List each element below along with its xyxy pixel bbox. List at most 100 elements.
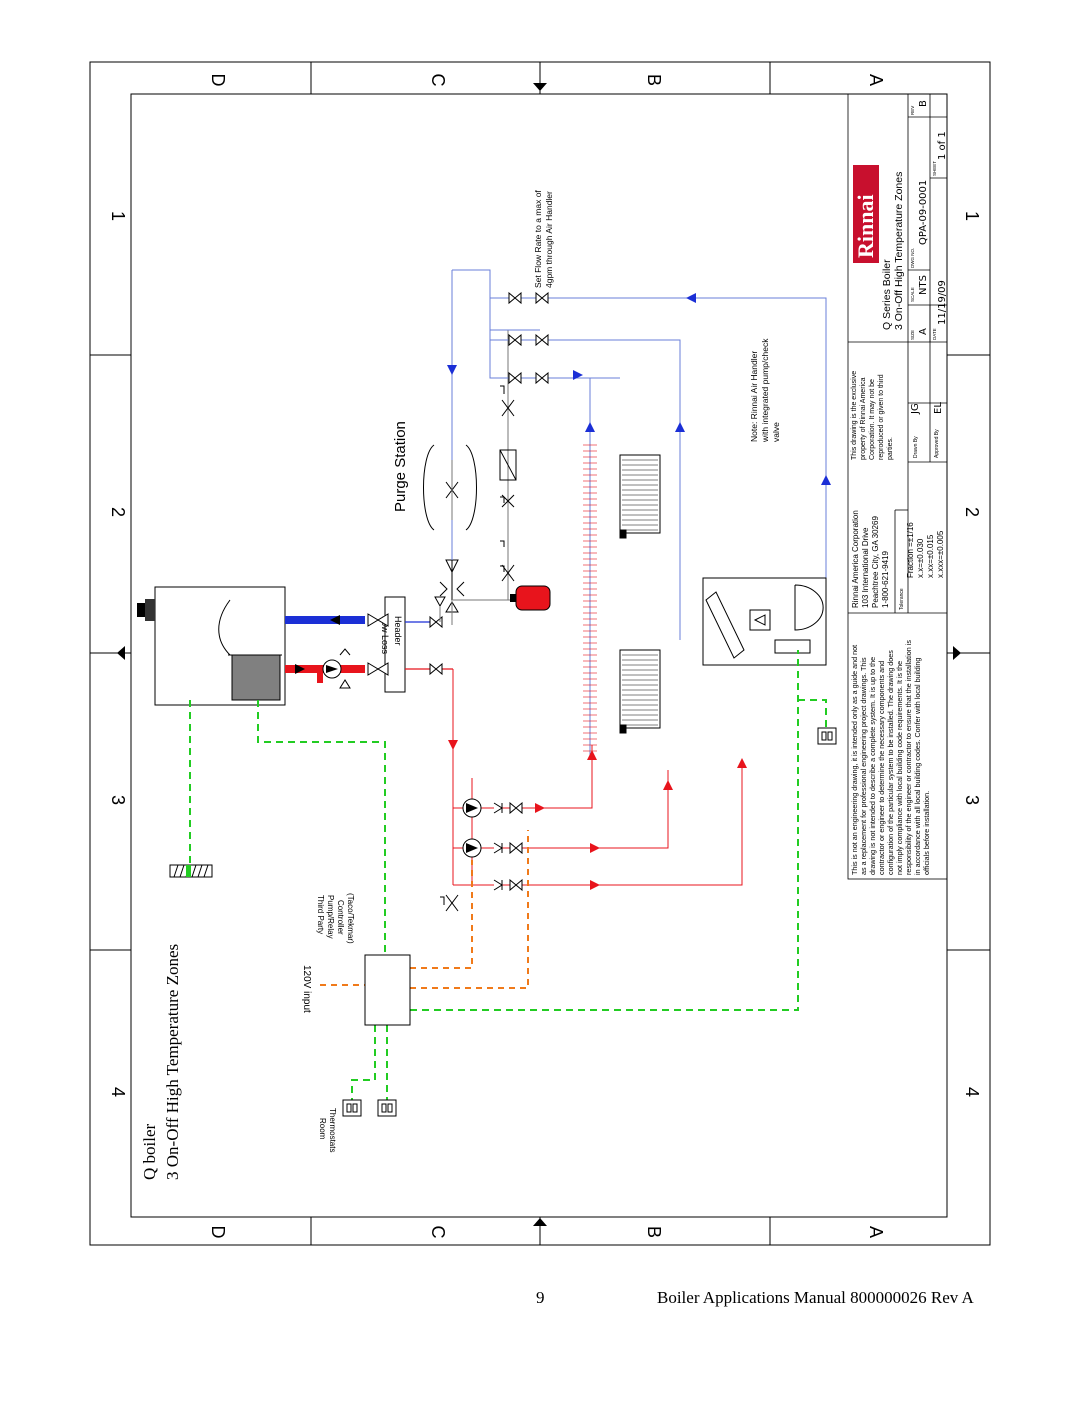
- property-line: Corporation. It may not be: [869, 379, 876, 460]
- ball-valve-icon: [367, 613, 389, 676]
- rinnai-logo: Rinnai: [853, 165, 879, 263]
- drawing-title-block: Q Series Boiler 3 On-Off High Temperatur…: [881, 172, 905, 330]
- zone-letter: C: [428, 74, 448, 87]
- ball-valve-icon: [508, 291, 549, 385]
- drawn-by-label: Drawn By: [913, 436, 919, 458]
- disclaimer-line: configuration of the particular system t…: [886, 650, 895, 875]
- flow-note-2: 4gpm through Air Handler: [544, 191, 554, 288]
- controller-label-1: Third Party: [316, 895, 325, 934]
- pump-icon: [322, 648, 351, 689]
- date-label: DATE: [932, 328, 937, 340]
- pump-icon: [462, 798, 482, 858]
- dwg-no-label: DWG NO.: [910, 248, 915, 268]
- title-line-1: Q boiler: [140, 1123, 159, 1180]
- zone-letter: B: [644, 74, 664, 86]
- disclaimer-line: in accordance with all local building co…: [913, 658, 922, 875]
- drawn-by: JG: [910, 403, 921, 415]
- air-note-3: valve: [771, 422, 781, 442]
- control-wiring-orange: [320, 830, 529, 989]
- flow-arrow-icon: [448, 740, 747, 890]
- thermostats-label-1: Room: [318, 1118, 327, 1140]
- zone-number: 2: [108, 507, 128, 517]
- boiler-icon: [137, 586, 286, 706]
- disclaimer-line: officials before installation.: [922, 791, 931, 875]
- dwg-no-value: QPA-09-0001: [918, 180, 929, 245]
- expansion-tank-icon: [510, 585, 551, 611]
- property-line: parties.: [887, 437, 894, 460]
- zone-arrows: [112, 78, 966, 1232]
- title-block-fields: SIZE A SCALE NTS DWG NO. QPA-09-0001 REV…: [910, 100, 948, 340]
- property-line: property of Rinnai America: [860, 377, 867, 460]
- title-block: [847, 93, 948, 880]
- controller-label-2: Pump/Relay: [326, 895, 335, 939]
- disclaimer-line: responsibility of the engineer or contra…: [904, 640, 913, 875]
- scale-value: NTS: [918, 275, 929, 295]
- disclaimer-line: not imply compliance with local building…: [895, 661, 904, 875]
- tb-title-1: Q Series Boiler: [881, 259, 893, 330]
- zone-letter: C: [428, 1226, 448, 1239]
- controller-label-4: (Taco/Tekmar): [346, 893, 355, 944]
- disclaimer-line: This is not an engineering drawing, it i…: [850, 645, 859, 875]
- size-label: SIZE: [910, 330, 915, 340]
- controller-label: Third Party Pump/Relay Controller (Taco/…: [316, 893, 355, 944]
- ground-icon: [169, 864, 213, 878]
- flow-arrow-icon: [447, 293, 831, 485]
- company-line: 103 International Drive: [861, 527, 870, 608]
- disclaimer-line: contractor or engineer to determine the …: [877, 661, 886, 875]
- boiler-return-pipe: [285, 615, 365, 625]
- logo-text: Rinnai: [853, 194, 878, 258]
- company-address: Rinnai America Corporation 103 Internati…: [851, 510, 890, 608]
- date-value: 11/19/09: [937, 280, 948, 325]
- flow-note-1: Set Flow Rate to a max of: [533, 190, 543, 288]
- tolerance-line: x.xx=±0.015: [926, 534, 935, 578]
- size-value: A: [918, 328, 929, 335]
- controller-label-3: Controller: [336, 900, 345, 935]
- tolerance-label: Tolerance: [899, 588, 905, 610]
- property-notice: This drawing is the exclusive property o…: [851, 371, 894, 460]
- zone-number: 4: [962, 1087, 982, 1097]
- zone-letters: D C B A D C B A: [208, 74, 886, 1239]
- tolerance-line: x.x=±0.030: [916, 538, 925, 578]
- pump-relay-controller: [364, 954, 411, 1026]
- manual-title: Boiler Applications Manual 800000026 Rev…: [657, 1288, 974, 1307]
- air-note-2: with integrated pump/check: [760, 338, 770, 443]
- property-line: This drawing is the exclusive: [851, 371, 858, 460]
- zone-letter: B: [644, 1226, 664, 1238]
- zone-letter: D: [208, 1226, 228, 1239]
- thermostats-label-2: Thermostats: [328, 1108, 337, 1152]
- baseboard-element: [583, 440, 597, 760]
- check-valve-icon: [493, 802, 503, 891]
- tolerance-fraction: Fraction =±1/16: [906, 522, 915, 578]
- zone-letter: D: [208, 74, 228, 87]
- disclaimer-line: as a replacement for professional engine…: [859, 657, 868, 875]
- low-loss-label-1: Low Loss: [380, 616, 390, 655]
- drawing-title: Q boiler 3 On-Off High Temperature Zones: [140, 944, 182, 1180]
- air-handler-icon: [702, 577, 827, 666]
- drain-valve: [440, 894, 459, 912]
- input-120v-label: 120V input: [301, 965, 312, 1013]
- control-wiring-green: [189, 650, 827, 1100]
- zone-number: 3: [108, 795, 128, 805]
- low-loss-header: Low Loss Header: [380, 596, 406, 693]
- low-loss-label-2: Header: [393, 616, 403, 646]
- company-line: Rinnai America Corporation: [851, 510, 860, 608]
- rev-label: REV: [910, 106, 915, 115]
- disclaimer: This is not an engineering drawing, it i…: [850, 640, 931, 875]
- zone-letter: A: [866, 74, 886, 86]
- sheet-label: SHEET: [932, 161, 937, 176]
- title-line-2: 3 On-Off High Temperature Zones: [163, 944, 182, 1180]
- tb-title-2: 3 On-Off High Temperature Zones: [893, 172, 905, 330]
- thermostat-icon: [342, 727, 837, 1117]
- company-line: Peachtree City, GA 30269: [871, 516, 880, 608]
- sheet-value: 1 of 1: [937, 131, 948, 160]
- panel-radiator-icon: [619, 454, 661, 734]
- air-note-1: Note: Rinnai Air Handler: [749, 351, 759, 442]
- approved-by-label: Approved By: [934, 429, 940, 458]
- supply-piping: [452, 669, 743, 886]
- page-number: 9: [536, 1288, 545, 1307]
- drawn-approved: Drawn By JG Approved By EL: [910, 402, 944, 458]
- company-line: 1-800-621-9419: [881, 551, 890, 608]
- purge-station-label: Purge Station: [392, 421, 409, 512]
- approved-by: EL: [933, 402, 944, 414]
